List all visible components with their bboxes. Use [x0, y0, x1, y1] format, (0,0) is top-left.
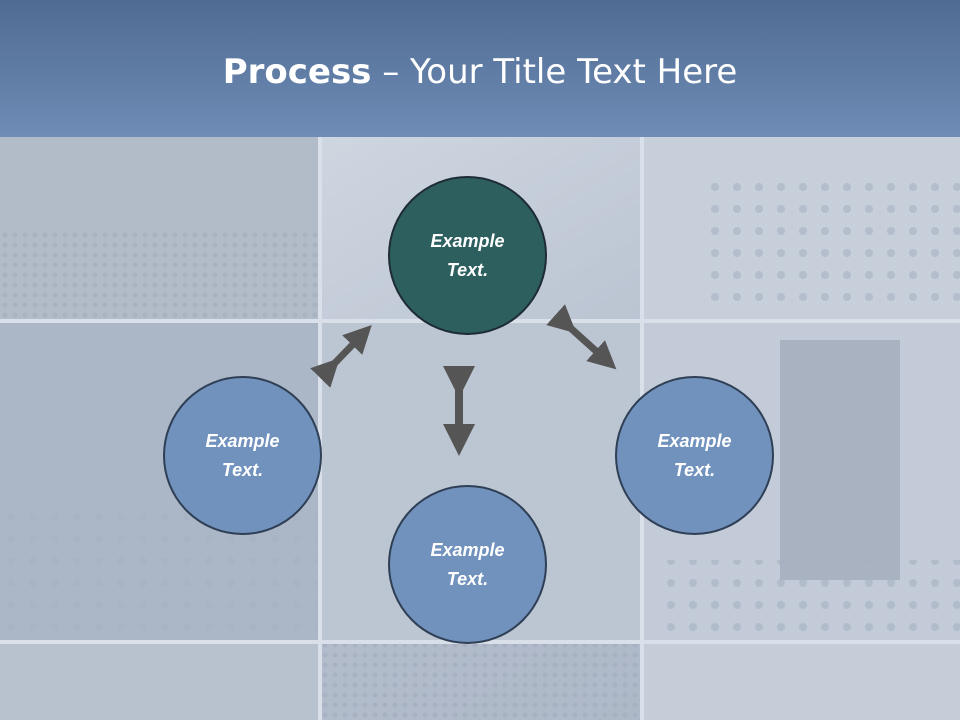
circle-top-line2: Text. — [446, 259, 489, 280]
arrow-top-right — [546, 304, 617, 370]
circle-right-line1: Example — [657, 430, 732, 451]
circle-left-line2: Text. — [221, 459, 264, 480]
title-bold: Process — [222, 52, 372, 92]
slide-title[interactable]: Process – Your Title Text Here — [0, 52, 960, 92]
arrow-top-left — [310, 324, 372, 388]
circle-top-line1: Example — [430, 230, 505, 251]
title-banner — [0, 0, 960, 137]
title-rest: – Your Title Text Here — [371, 52, 738, 92]
circle-bottom-line1: Example — [430, 539, 505, 560]
circle-right-line2: Text. — [673, 459, 716, 480]
circle-left-line1: Example — [205, 430, 280, 451]
circle-bottom-line2: Text. — [446, 568, 489, 589]
